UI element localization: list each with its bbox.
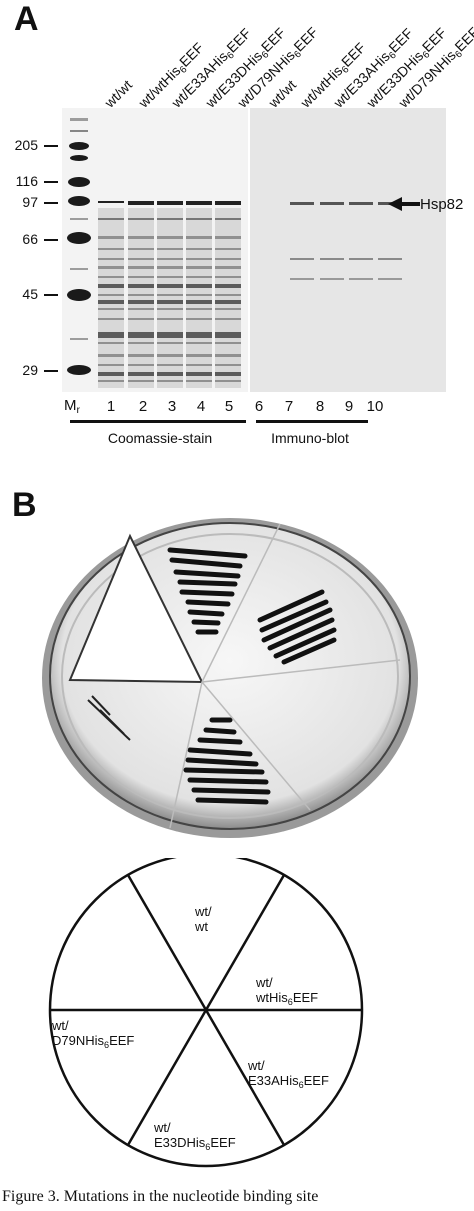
lane-number: 7 (284, 398, 294, 415)
mw-tick (44, 294, 58, 296)
mr-label: Mr (64, 397, 80, 416)
mw-marker-label: 97 (22, 194, 38, 210)
panel-a-letter: A (14, 0, 39, 38)
hsp82-label: Hsp82 (420, 196, 464, 213)
mw-tick (44, 370, 58, 372)
coomassie-lanes (98, 201, 241, 388)
mw-tick (44, 181, 58, 183)
panel-b-letter: B (12, 486, 37, 524)
lane-number: 1 (106, 398, 116, 415)
sector-label: wt/wtHis6EEF (256, 975, 319, 1007)
lane-number: 6 (254, 398, 264, 415)
mw-marker-label: 66 (22, 231, 38, 247)
lane-number: 4 (196, 398, 206, 415)
mw-marker-label: 29 (22, 362, 38, 378)
mw-marker-label: 116 (15, 173, 38, 189)
gel-lane (98, 201, 124, 388)
gel-lane (128, 201, 154, 388)
mw-marker-label: 205 (14, 137, 38, 153)
lane-number: 9 (344, 398, 354, 415)
sector-label: wt/wt (195, 904, 212, 934)
gel-image (62, 108, 446, 392)
sector-diagram (48, 858, 364, 1168)
lane-number: 10 (366, 398, 384, 415)
mw-tick (44, 239, 58, 241)
immunoblot-underline (256, 420, 368, 423)
gel-lane (186, 201, 212, 388)
mw-marker-label: 45 (22, 286, 38, 302)
lane-number: 5 (224, 398, 234, 415)
blot-lane (290, 202, 314, 280)
blot-lane (320, 202, 344, 280)
sector-label: wt/E33AHis6EEF (248, 1058, 329, 1090)
arrow-left-icon (388, 197, 420, 211)
immunoblot (250, 108, 446, 392)
lane-number: 3 (167, 398, 177, 415)
sector-label: wt/D79NHis6EEF (52, 1018, 135, 1050)
lane-number: 8 (315, 398, 325, 415)
gel-lane (157, 201, 183, 388)
gel-lane (215, 201, 241, 388)
marker-lane (67, 118, 91, 375)
lane-label: wt/wt (101, 76, 136, 111)
petri-dish-photo (42, 518, 418, 838)
blot-lane (349, 202, 373, 280)
coomassie-underline (70, 420, 246, 423)
immunoblot-label: Immuno-blot (271, 430, 349, 446)
coomassie-label: Coomassie-stain (107, 430, 213, 446)
mw-tick (44, 202, 58, 204)
sector-label: wt/E33DHis6EEF (154, 1120, 236, 1152)
lane-number: 2 (138, 398, 148, 415)
figure-caption: Figure 3. Mutations in the nucleotide bi… (2, 1188, 319, 1205)
mw-tick (44, 145, 58, 147)
